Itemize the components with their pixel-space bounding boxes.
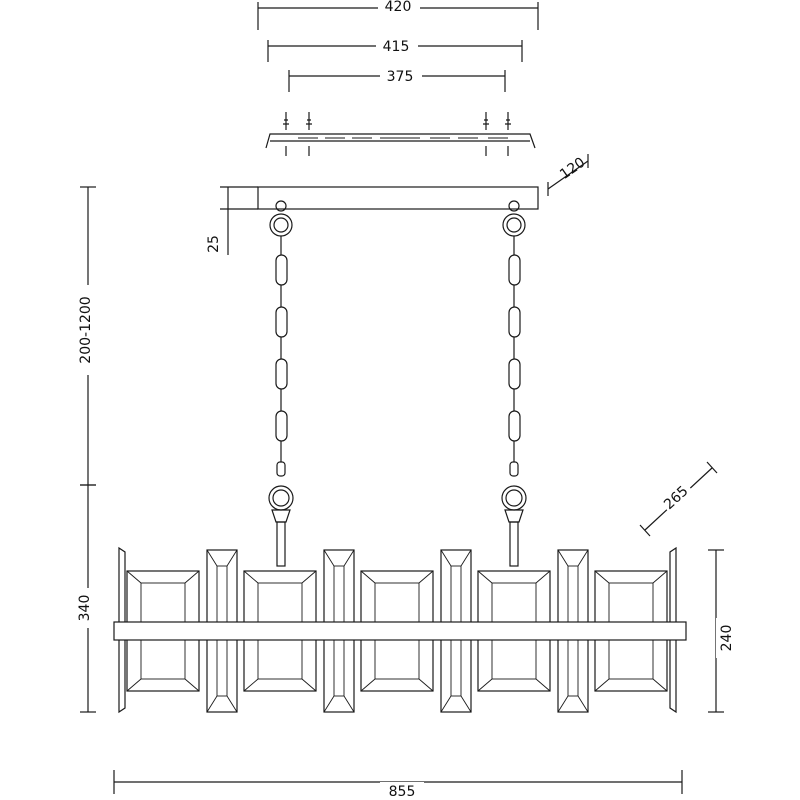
dim-label-415: 415 [383, 39, 410, 55]
dim-canopy-depth: 120 [547, 154, 589, 196]
dim-suspension-length: 200-1200 [74, 186, 96, 486]
dim-label-200-1200: 200-1200 [78, 296, 94, 363]
screw-icon [306, 112, 312, 156]
dim-label-375: 375 [387, 69, 414, 85]
dim-canopy-height: 25 [206, 186, 258, 255]
left-chain [268, 200, 294, 567]
frame-bar [113, 621, 687, 641]
mounting-plate [265, 112, 536, 156]
dim-total-width: 855 [113, 770, 683, 800]
dim-body-depth: 265 [639, 461, 718, 537]
dim-panel-height: 240 [708, 549, 736, 713]
screw-icon [483, 112, 489, 156]
dim-label-25: 25 [206, 235, 222, 253]
dim-label-240: 240 [719, 625, 735, 652]
dim-canopy-plate-width: 415 [267, 38, 523, 62]
dim-label-340: 340 [77, 595, 93, 622]
canopy [257, 186, 539, 210]
dim-canopy-mount-spacing: 375 [288, 68, 506, 92]
dim-label-855: 855 [389, 784, 416, 800]
screw-icon [283, 112, 289, 156]
dim-label-420: 420 [385, 0, 412, 15]
dim-body-height: 340 [74, 484, 96, 713]
right-chain [501, 200, 527, 567]
screw-icon [505, 112, 511, 156]
dim-canopy-outer-width: 420 [257, 0, 539, 30]
chandelier-body [113, 546, 687, 714]
